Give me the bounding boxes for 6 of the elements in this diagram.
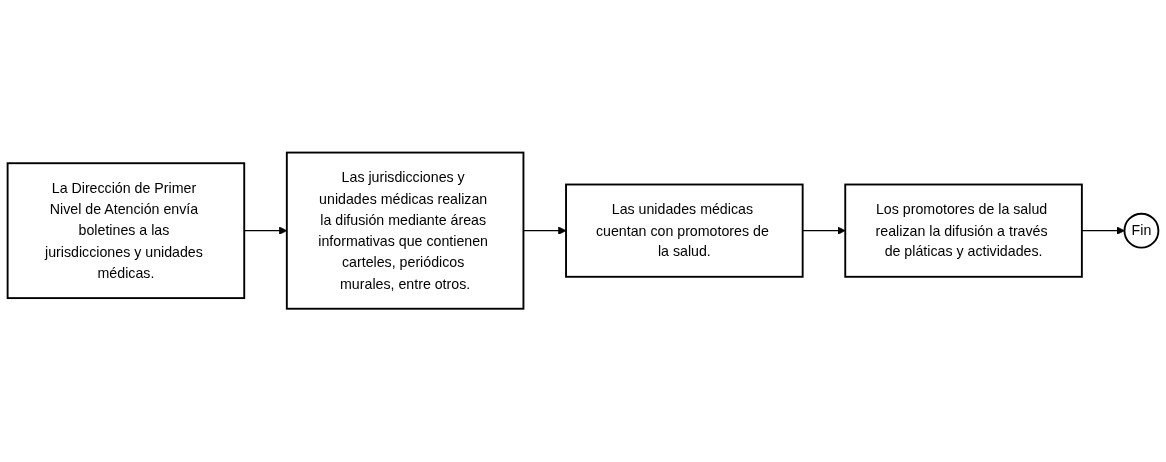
node-box: Las jurisdicciones y unidades médicas realizan la difusión mediante áreas informativas que contienen carteles, periódicos murales, entre otros. [285,151,525,311]
node-box: Los promotores de la salud realizan la difusión a través de pláticas y actividades. [844,183,1083,279]
node-box: La Dirección de Primer Nivel de Atención envía boletines a las jurisdicciones y unidades médicas. [6,162,246,300]
node-box: Las unidades médicas cuentan con promotores de la salud. [565,183,804,279]
arrow [1081,226,1125,236]
node-circle: Fin [1123,213,1160,249]
